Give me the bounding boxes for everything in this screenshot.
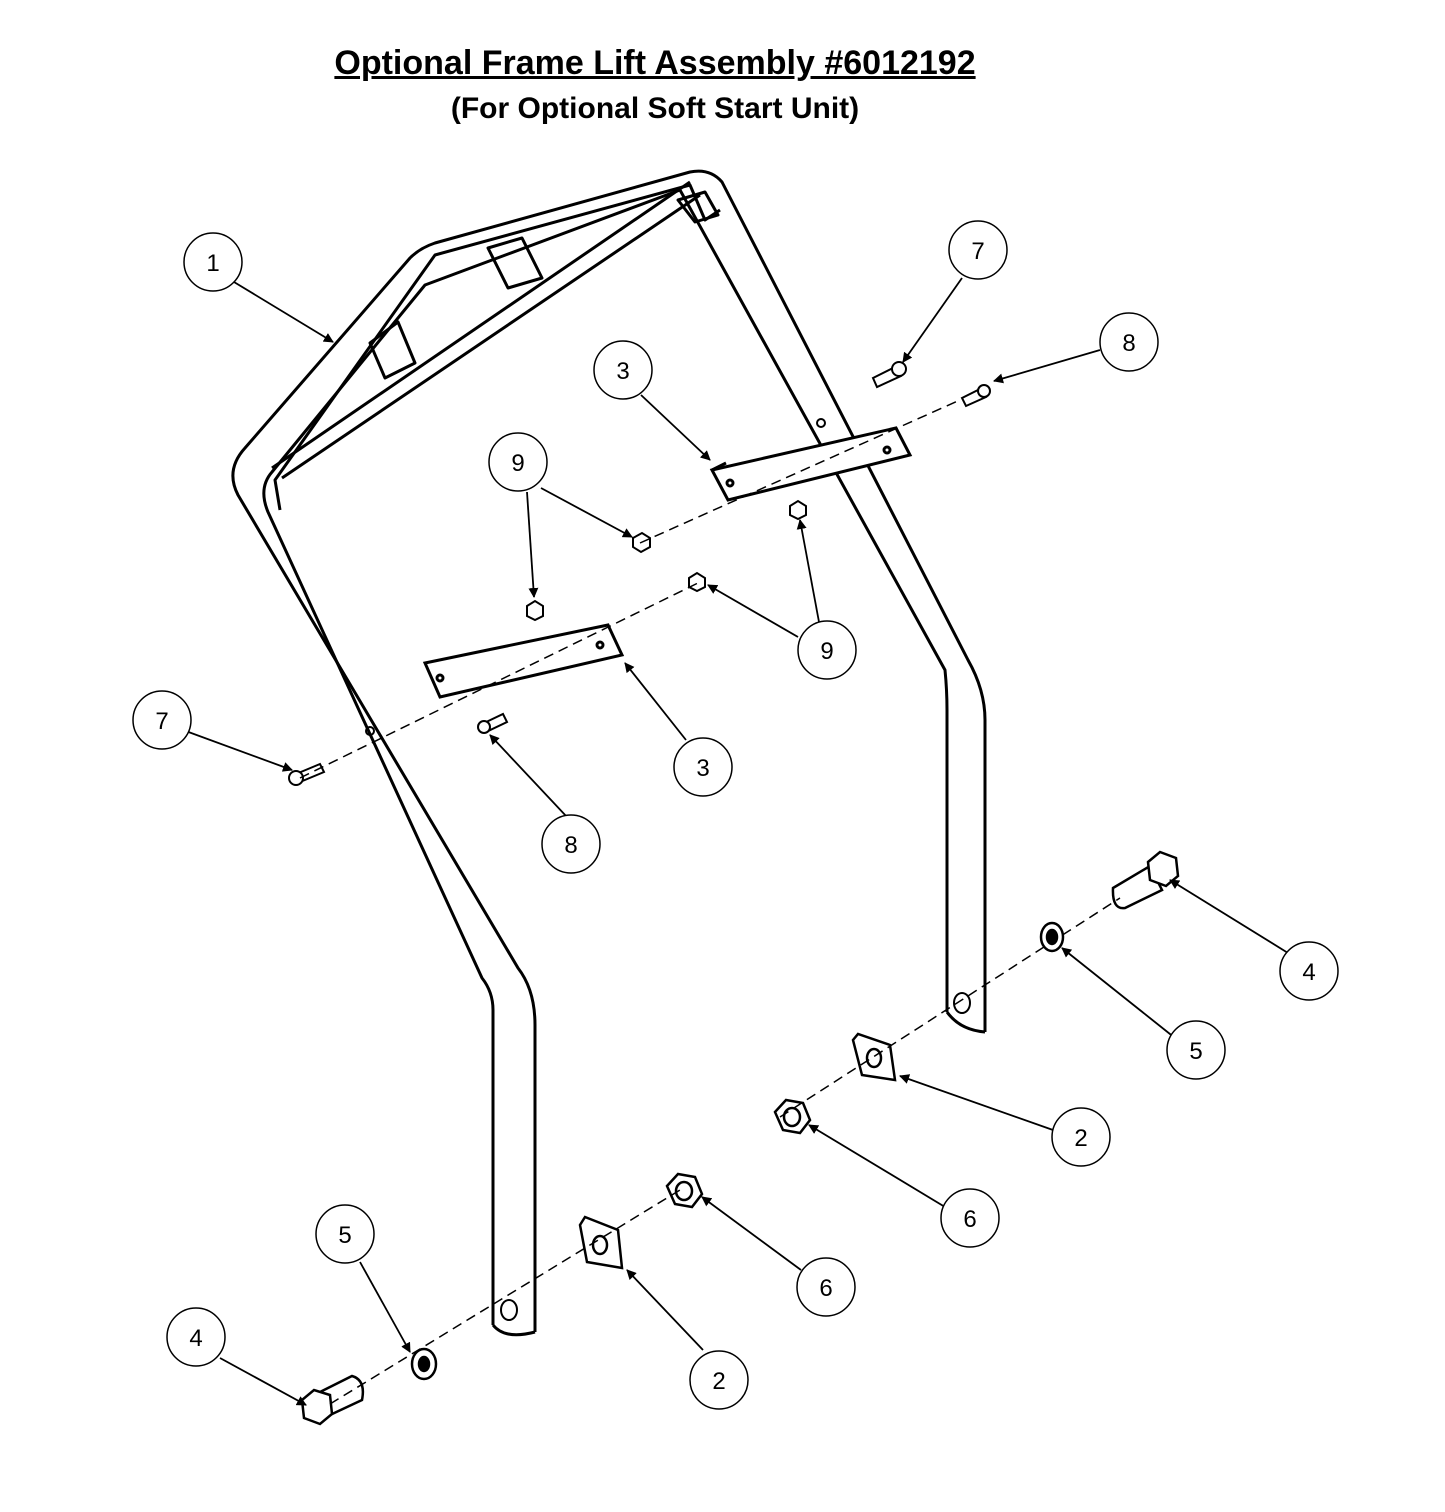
callout-7-lower: 7 (132, 690, 192, 750)
diagram-title: Optional Frame Lift Assembly #6012192 (334, 44, 976, 82)
nut-6-left (665, 1172, 704, 1209)
svg-text:6: 6 (963, 1206, 976, 1233)
svg-text:6: 6 (819, 1275, 832, 1302)
nut-9-b (789, 499, 807, 521)
svg-text:2: 2 (712, 1368, 725, 1395)
leader-lines (182, 277, 1289, 1406)
svg-text:7: 7 (971, 238, 984, 265)
washer-5-left (410, 1347, 438, 1381)
callout-2-left: 2 (689, 1350, 749, 1410)
frame-holes (365, 418, 971, 1321)
plate-2-left (578, 1215, 624, 1270)
svg-text:9: 9 (511, 450, 524, 477)
center-lines (299, 399, 1121, 1405)
callout-7-upper: 7 (948, 220, 1008, 280)
nut-9-d (688, 571, 706, 593)
svg-text:5: 5 (1189, 1038, 1202, 1065)
diagram-subtitle: (For Optional Soft Start Unit) (450, 92, 860, 125)
callout-3-lower: 3 (673, 737, 733, 797)
callout-9-right: 9 (797, 620, 857, 680)
washer-5-right (1039, 921, 1065, 953)
bracket-lower (422, 623, 625, 699)
svg-text:3: 3 (616, 358, 629, 385)
bolt-7-upper (871, 361, 907, 389)
svg-text:9: 9 (820, 638, 833, 665)
callout-5-right: 5 (1166, 1020, 1226, 1080)
callout-8-lower: 8 (541, 814, 601, 874)
svg-text:2: 2 (1074, 1125, 1087, 1152)
bolt-8-lower (477, 712, 509, 734)
callout-1: 1 (183, 232, 243, 292)
svg-text:7: 7 (155, 708, 168, 735)
callout-6-left: 6 (796, 1257, 856, 1317)
callout-9-left: 9 (488, 432, 548, 492)
svg-text:8: 8 (564, 832, 577, 859)
bolt-4-left (300, 1374, 365, 1426)
bracket-upper (709, 426, 913, 502)
bolt-7-lower (288, 762, 326, 786)
callout-4-right: 4 (1279, 941, 1339, 1001)
svg-text:8: 8 (1122, 330, 1135, 357)
bolt-4-right (1111, 850, 1180, 910)
callout-3-upper: 3 (593, 340, 653, 400)
callout-6-right: 6 (940, 1188, 1000, 1248)
bolt-8-upper (960, 384, 991, 408)
svg-text:4: 4 (189, 1325, 202, 1352)
callout-2-right: 2 (1051, 1107, 1111, 1167)
svg-text:4: 4 (1302, 959, 1315, 986)
plate-2-right (851, 1032, 897, 1082)
callout-4-left: 4 (166, 1307, 226, 1367)
frame-lift (231, 169, 987, 1337)
nut-9-c (526, 599, 544, 622)
callout-5-left: 5 (315, 1204, 375, 1264)
svg-text:5: 5 (338, 1222, 351, 1249)
svg-text:1: 1 (206, 250, 219, 277)
svg-text:3: 3 (696, 755, 709, 782)
callout-8-upper: 8 (1099, 312, 1159, 372)
